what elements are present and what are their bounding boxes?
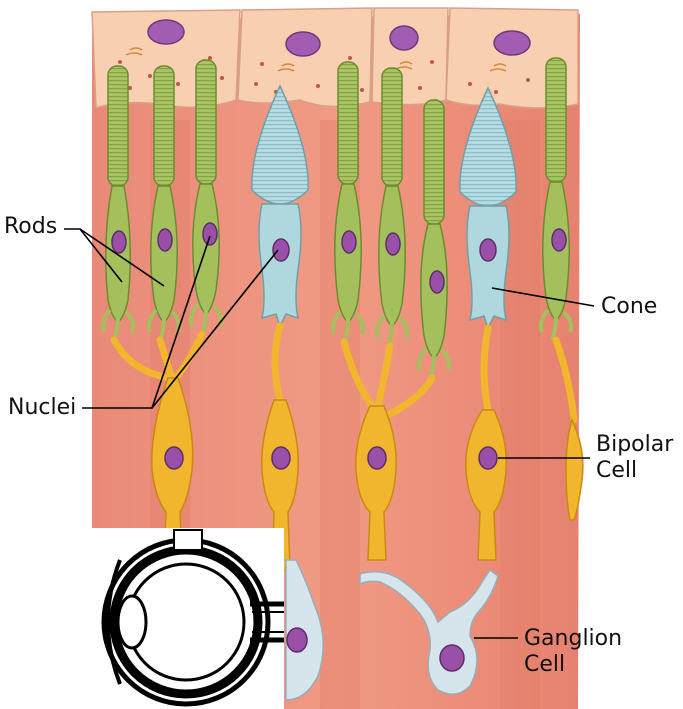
cone-label: Cone [601,294,658,319]
ganglion-cells [278,559,499,701]
bipolar-3 [355,405,397,561]
rod-5 [374,67,410,347]
eye-inset [92,528,284,709]
bipolar-1 [151,377,194,561]
ganglion-cell-label: Ganglion Cell [524,626,622,678]
rod-2 [146,65,182,341]
rod-4 [330,61,366,343]
cone-1 [251,84,309,328]
nuclei-label: Nuclei [8,395,77,420]
cone-2 [459,86,517,330]
bipolar-cells [151,377,584,571]
bipolar-5 [565,417,584,521]
cone-cells [251,84,517,330]
epithelium-nuclei [147,19,531,57]
ganglion-label-line2: Cell [524,652,566,677]
bipolar-4 [465,409,507,561]
leader-lines [64,228,595,639]
rod-cells [100,57,574,379]
bipolar-label-line2: Cell [596,458,638,483]
bipolar-label-line1: Bipolar [596,432,674,457]
bipolar-dendrites [110,322,578,424]
rods-label: Rods [4,214,58,239]
ganglion-label-line1: Ganglion [524,626,623,651]
ganglion-1 [359,568,499,695]
bipolar-cell-label: Bipolar Cell [596,432,673,484]
rod-7 [538,57,574,341]
ganglion-2 [278,559,324,701]
